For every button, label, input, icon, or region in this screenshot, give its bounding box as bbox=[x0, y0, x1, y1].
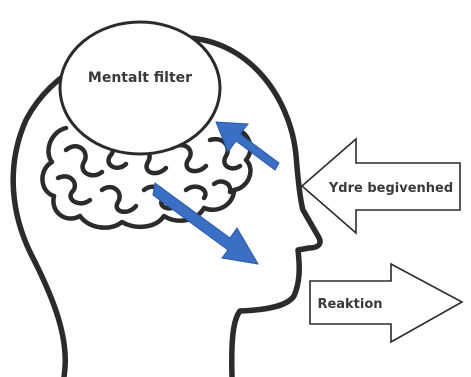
mental-filter-ellipse bbox=[60, 22, 220, 154]
event-label: Ydre begivenhed bbox=[328, 181, 453, 196]
brain-fold-7 bbox=[172, 145, 206, 171]
brain-fold-2 bbox=[58, 176, 90, 203]
mental-filter-label: Mentalt filter bbox=[88, 70, 192, 86]
reaction-label: Reaktion bbox=[317, 297, 382, 312]
brain-fold-4 bbox=[102, 187, 136, 212]
brain-fold-1 bbox=[66, 146, 102, 175]
brain-fold-10 bbox=[214, 182, 230, 192]
brain-fold-8 bbox=[186, 187, 205, 198]
